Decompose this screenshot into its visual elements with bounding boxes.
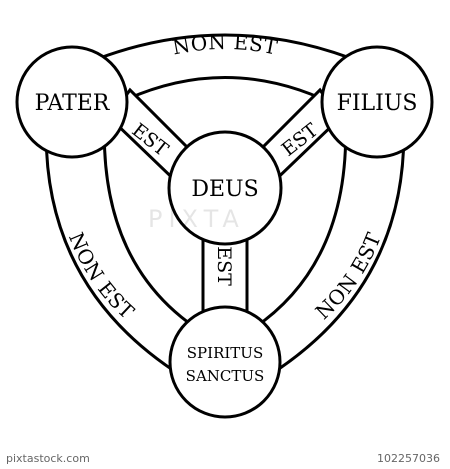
node-pater-label: PATER	[35, 91, 111, 116]
node-spiritus-label-2: SANCTUS	[186, 367, 265, 385]
node-filius-label: FILIUS	[337, 91, 418, 116]
outer-band	[44, 33, 406, 402]
node-deus-label: DEUS	[191, 177, 258, 202]
watermark-footer: pixtastock.com 102257036	[0, 449, 450, 469]
node-pater-circle	[15, 45, 129, 159]
watermark-text: PIXTA	[148, 205, 245, 233]
link-top-label: NON EST	[170, 30, 279, 60]
outer-band-inner-edge	[102, 76, 348, 347]
watermark-site: pixtastock.com	[6, 452, 90, 465]
node-spiritus-label-1: SPIRITUS	[187, 344, 263, 362]
spoke-bottom-label: EST	[213, 246, 235, 286]
node-spiritus-sanctus: SPIRITUS SANCTUS	[168, 305, 282, 419]
node-pater: PATER	[15, 45, 129, 159]
link-left-label: NON EST	[64, 229, 139, 324]
node-spiritus-circle	[168, 305, 282, 419]
outer-band-outer-edge	[44, 33, 406, 402]
watermark-id: 102257036	[377, 452, 440, 465]
node-filius: FILIUS	[320, 45, 434, 159]
node-filius-circle	[320, 45, 434, 159]
link-right-label: NON EST	[311, 229, 386, 324]
node-deus: DEUS	[167, 130, 283, 246]
node-deus-circle	[167, 130, 283, 246]
